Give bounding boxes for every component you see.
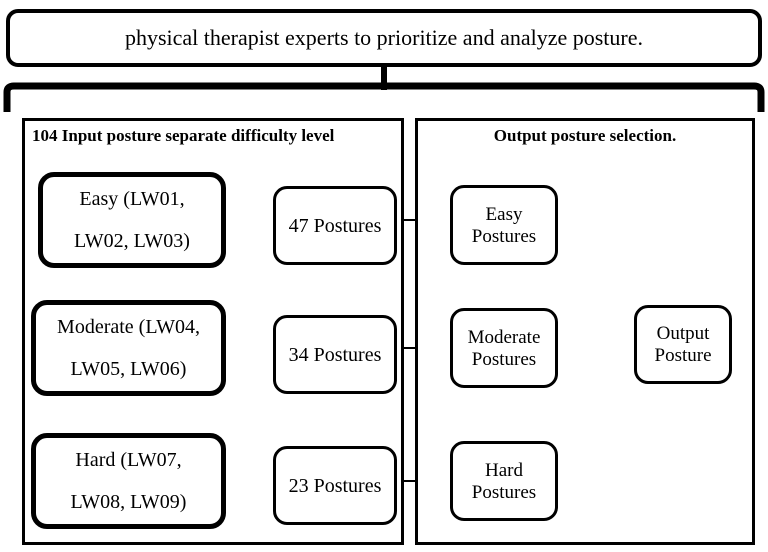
banner-box: physical therapist experts to prioritize…: [6, 9, 762, 67]
difficulty-box-easy-line1: Easy (LW01,: [79, 188, 185, 210]
difficulty-box-moderate[interactable]: Moderate (LW04, LW05, LW06): [31, 300, 226, 396]
difficulty-box-hard[interactable]: Hard (LW07, LW08, LW09): [31, 433, 226, 529]
output-category-hard-line2: Postures: [471, 481, 537, 503]
difficulty-box-hard-line1: Hard (LW07,: [75, 449, 182, 471]
banner-text: physical therapist experts to prioritize…: [124, 25, 644, 50]
output-category-moderate-line2: Postures: [471, 348, 537, 370]
posture-count-box-47[interactable]: 47 Postures: [273, 186, 397, 265]
output-posture-line2: Posture: [654, 345, 712, 366]
posture-count-label-47: 47 Postures: [288, 214, 382, 237]
output-category-box-hard[interactable]: Hard Postures: [450, 441, 558, 521]
difficulty-box-moderate-line2: LW05, LW06): [70, 358, 187, 380]
difficulty-box-moderate-line1: Moderate (LW04,: [57, 316, 200, 338]
output-category-easy-line2: Postures: [471, 225, 537, 247]
output-category-hard-line1: Hard: [485, 459, 523, 481]
difficulty-box-hard-line2: LW08, LW09): [70, 491, 187, 513]
wide-bracket: [3, 82, 765, 112]
difficulty-box-easy[interactable]: Easy (LW01, LW02, LW03): [38, 172, 226, 268]
difficulty-box-easy-line2: LW02, LW03): [74, 230, 190, 252]
output-category-box-moderate[interactable]: Moderate Postures: [450, 308, 558, 388]
posture-count-box-23[interactable]: 23 Postures: [273, 446, 397, 525]
posture-count-label-23: 23 Postures: [288, 474, 382, 497]
output-category-box-easy[interactable]: Easy Postures: [450, 185, 558, 265]
output-category-moderate-line1: Moderate: [467, 326, 541, 348]
posture-count-box-34[interactable]: 34 Postures: [273, 315, 397, 394]
output-posture-box[interactable]: Output Posture: [634, 305, 732, 384]
left-panel-title: 104 Input posture separate difficulty le…: [32, 126, 335, 145]
output-posture-line1: Output: [656, 323, 710, 344]
posture-count-label-34: 34 Postures: [288, 343, 382, 366]
right-panel-title: Output posture selection.: [493, 126, 677, 145]
output-category-easy-line1: Easy: [485, 203, 523, 225]
